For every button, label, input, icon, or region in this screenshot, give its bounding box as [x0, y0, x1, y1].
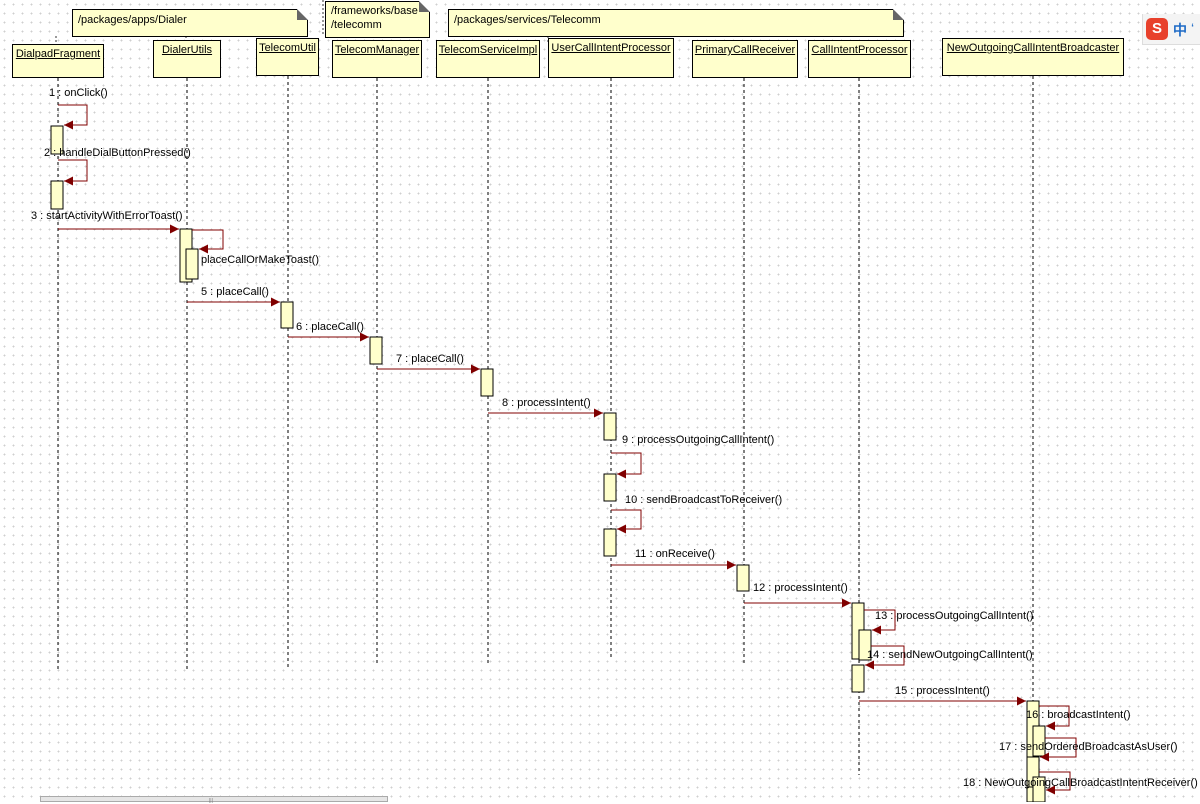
message-label-11: 11 : onReceive() — [635, 548, 715, 560]
msg-arrow-1 — [58, 104, 88, 130]
note-frameworks-telecomm: /frameworks/base /telecomm — [325, 1, 430, 38]
message-label-7: 7 : placeCall() — [396, 353, 464, 365]
note-text: /packages/apps/Dialer — [78, 14, 187, 26]
scrollbar-grip-icon[interactable]: ||| — [209, 798, 213, 804]
lifeline-callintentprocessor[interactable]: CallIntentProcessor — [808, 40, 911, 78]
ime-mode-label[interactable]: 中 — [1173, 22, 1187, 38]
message-label-6: 6 : placeCall() — [296, 321, 364, 333]
ime-toolbar[interactable]: S 中 ‘ — [1142, 14, 1200, 45]
message-label-17: 17 : sendOrderedBroadcastAsUser() — [999, 741, 1178, 753]
lifeline-telecomutil[interactable]: TelecomUtil — [256, 38, 319, 76]
msg-arrow-14 — [865, 645, 905, 670]
note-text: /packages/services/Telecomm — [454, 14, 601, 26]
note-dialer-package: /packages/apps/Dialer — [72, 9, 308, 37]
msg-arrow-16 — [1039, 705, 1070, 731]
message-label-10: 10 : sendBroadcastToReceiver() — [625, 494, 783, 506]
message-arrows — [58, 104, 1077, 795]
lifeline-newoutgoingcallintentbroadcaster[interactable]: NewOutgoingCallIntentBroadcaster — [942, 38, 1124, 76]
lifeline-telecommanager[interactable]: TelecomManager — [332, 40, 422, 78]
lifeline-usercallintentprocessor[interactable]: UserCallIntentProcessor — [548, 38, 674, 78]
msg-arrow-9 — [611, 452, 642, 479]
message-label-13: 13 : processOutgoingCallIntent() — [875, 610, 1034, 622]
msg-arrow-2 — [58, 159, 88, 186]
msg-arrow-10 — [611, 509, 642, 534]
note-text: /frameworks/base — [331, 5, 418, 17]
msg-arrow-4 — [192, 229, 224, 254]
lifeline-primarycallreceiver[interactable]: PrimaryCallReceiver — [692, 40, 798, 78]
lifeline-lines — [57, 76, 1034, 802]
message-label-9: 9 : processOutgoingCallIntent() — [622, 434, 775, 446]
msg-arrow-13 — [864, 609, 896, 635]
message-label-1: 1 : onClick() — [49, 87, 108, 99]
lifeline-dialpadfragment[interactable]: DialpadFragment — [12, 44, 104, 78]
message-label-15: 15 : processIntent() — [895, 685, 990, 697]
ime-punctuation-icon[interactable]: ‘ — [1191, 20, 1195, 36]
sogou-logo-icon[interactable]: S — [1146, 18, 1168, 40]
activation-bars — [50, 125, 1046, 802]
message-label-2: 2 : handleDialButtonPressed() — [44, 147, 191, 159]
message-label-18: 18 : NewOutgoingCallBroadcastIntentRecei… — [963, 777, 1198, 789]
message-label-3: 3 : startActivityWithErrorToast() — [31, 210, 183, 222]
lifeline-telecomserviceimpl[interactable]: TelecomServiceImpl — [436, 40, 540, 78]
message-label-12: 12 : processIntent() — [753, 582, 848, 594]
lifeline-dialerutils[interactable]: DialerUtils — [153, 40, 221, 78]
message-label-16: 16 : broadcastIntent() — [1026, 709, 1131, 721]
note-telecomm-service: /packages/services/Telecomm — [448, 9, 904, 37]
msg-arrow-18 — [1039, 771, 1071, 795]
message-label-14: 14 : sendNewOutgoingCallIntent() — [867, 649, 1033, 661]
message-label-8: 8 : processIntent() — [502, 397, 591, 409]
message-label-5: 5 : placeCall() — [201, 286, 269, 298]
note-text: /telecomm — [331, 19, 382, 31]
msg-arrow-17 — [1040, 737, 1077, 762]
horizontal-scrollbar[interactable]: ||| — [40, 796, 388, 804]
message-label-4: placeCallOrMakeToast() — [201, 254, 319, 266]
